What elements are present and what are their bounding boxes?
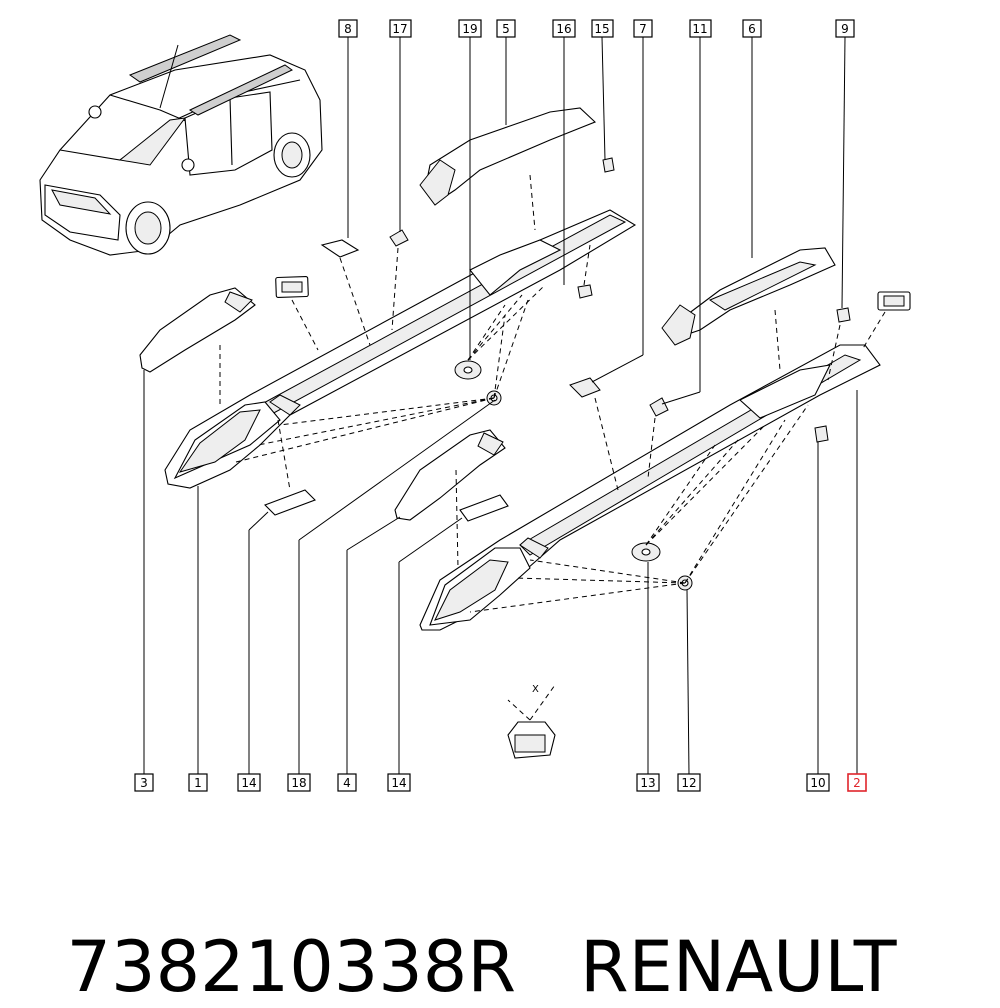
right-roof-rail [419, 344, 881, 631]
part-caption: 738210338R RENAULT [22, 862, 897, 1008]
brand-name: RENAULT [579, 926, 897, 1008]
torque-symbol-label: X [532, 684, 539, 695]
part-number: 738210338R [66, 926, 516, 1008]
svg-text:18: 18 [291, 776, 306, 790]
clip-11 [649, 397, 669, 417]
svg-text:17: 17 [392, 22, 407, 36]
svg-text:9: 9 [841, 22, 849, 36]
callout-9: 9 [835, 19, 855, 38]
callout-13: 13 [636, 773, 660, 792]
svg-text:13: 13 [640, 776, 655, 790]
svg-text:11: 11 [692, 22, 707, 36]
svg-text:19: 19 [462, 22, 477, 36]
leader-lines [143, 36, 858, 776]
right-end-cap [394, 429, 506, 521]
svg-text:8: 8 [344, 22, 352, 36]
pad-14-left [264, 489, 316, 516]
callout-3: 3 [134, 773, 154, 792]
clip-17 [389, 229, 409, 247]
callout-1: 1 [188, 773, 208, 792]
left-roof-rail [164, 209, 637, 489]
torque-nut-symbol: X [507, 684, 556, 759]
callout-8: 8 [338, 19, 358, 38]
adhesive-pad-8 [320, 239, 360, 258]
callout-16: 16 [552, 19, 576, 38]
svg-text:12: 12 [681, 776, 696, 790]
callout-5: 5 [496, 19, 516, 38]
callout-7: 7 [633, 19, 653, 38]
callout-15: 15 [591, 19, 614, 38]
callout-14-left: 14 [237, 773, 261, 792]
svg-text:4: 4 [343, 776, 351, 790]
svg-text:3: 3 [140, 776, 148, 790]
svg-text:1: 1 [194, 776, 202, 790]
callout-14-right: 14 [387, 773, 411, 792]
callout-18: 18 [287, 773, 311, 792]
callout-19: 19 [458, 19, 482, 38]
svg-text:15: 15 [594, 22, 609, 36]
pad-14-right [459, 494, 509, 522]
screw-16 [577, 284, 593, 299]
svg-text:2: 2 [853, 776, 861, 790]
callout-12: 12 [677, 773, 701, 792]
svg-text:6: 6 [748, 22, 756, 36]
callout-2-highlighted: 2 [847, 773, 867, 792]
svg-text:16: 16 [556, 22, 571, 36]
assembly-lines [219, 174, 886, 613]
left-end-cap [139, 287, 256, 373]
svg-text:14: 14 [241, 776, 256, 790]
svg-text:14: 14 [391, 776, 406, 790]
roof-rail-exploded-diagram: X [39, 19, 911, 792]
adhesive-pad-7 [569, 377, 601, 398]
screw-10 [814, 425, 829, 443]
callout-10: 10 [806, 773, 830, 792]
callout-6: 6 [742, 19, 762, 38]
callout-17: 17 [389, 19, 412, 38]
screw-9 [836, 307, 851, 323]
callout-4: 4 [337, 773, 357, 792]
callout-11: 11 [689, 19, 712, 38]
screw-15 [602, 157, 615, 173]
svg-text:5: 5 [502, 22, 510, 36]
vehicle-illustration [39, 34, 323, 256]
svg-text:10: 10 [810, 776, 825, 790]
svg-text:7: 7 [639, 22, 647, 36]
